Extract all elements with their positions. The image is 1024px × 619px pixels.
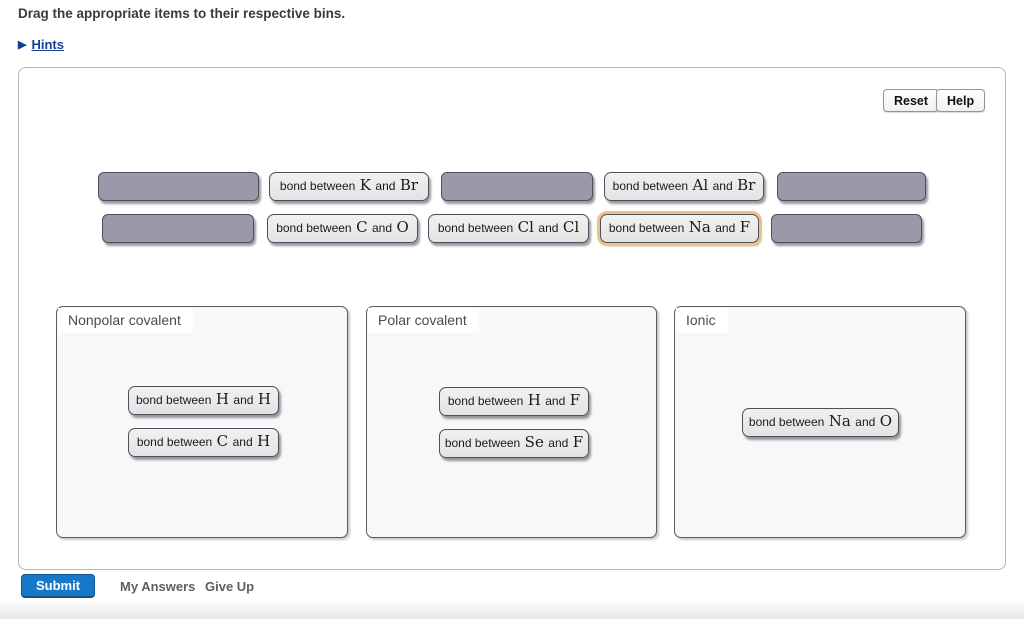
- empty-slot[interactable]: [777, 172, 926, 201]
- give-up-link[interactable]: Give Up: [205, 579, 255, 594]
- item-bond-al-br[interactable]: bond between Al and Br: [604, 172, 764, 201]
- hints-expand-arrow-icon: ▶: [18, 39, 27, 51]
- item-bond-na-o[interactable]: bond between Na and O: [742, 408, 899, 437]
- reset-button[interactable]: Reset: [883, 89, 940, 112]
- hints-toggle[interactable]: ▶ Hints: [18, 37, 64, 52]
- item-bond-c-o[interactable]: bond between C and O: [267, 214, 418, 243]
- empty-slot[interactable]: [771, 214, 922, 243]
- my-answers-link[interactable]: My Answers: [120, 579, 196, 594]
- submit-button[interactable]: Submit: [21, 574, 96, 598]
- bin-label: Polar covalent: [368, 308, 479, 333]
- help-button[interactable]: Help: [936, 89, 986, 112]
- instruction-text: Drag the appropriate items to their resp…: [18, 6, 346, 21]
- item-bond-h-f[interactable]: bond between H and F: [439, 387, 589, 416]
- bin-label: Nonpolar covalent: [58, 308, 193, 333]
- item-bond-se-f[interactable]: bond between Se and F: [439, 429, 589, 458]
- empty-slot[interactable]: [98, 172, 259, 201]
- item-bond-cl-cl[interactable]: bond between Cl and Cl: [428, 214, 589, 243]
- page-bottom-fade: [0, 599, 1024, 619]
- empty-slot[interactable]: [441, 172, 593, 201]
- bin-nonpolar-covalent[interactable]: Nonpolar covalent: [56, 306, 348, 538]
- bin-label: Ionic: [676, 308, 728, 333]
- hints-link[interactable]: Hints: [31, 37, 64, 52]
- item-bond-k-br[interactable]: bond between K and Br: [269, 172, 429, 201]
- item-bond-c-h[interactable]: bond between C and H: [128, 428, 279, 457]
- bin-polar-covalent[interactable]: Polar covalent: [366, 306, 657, 538]
- item-bond-h-h[interactable]: bond between H and H: [128, 386, 279, 415]
- question-panel: Reset Help bond between K and Br bond be…: [18, 67, 1006, 570]
- empty-slot[interactable]: [102, 214, 254, 243]
- item-bond-na-f[interactable]: bond between Na and F: [600, 214, 759, 243]
